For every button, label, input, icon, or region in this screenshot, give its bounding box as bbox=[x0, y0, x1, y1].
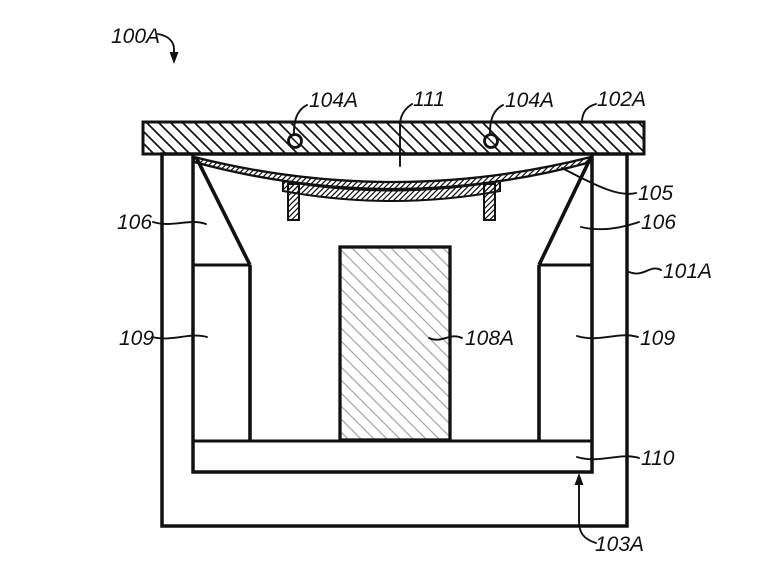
leader-101A bbox=[628, 267, 662, 275]
ref-label-104A-left: 104A bbox=[309, 89, 358, 112]
ref-label-109-left: 109 bbox=[119, 327, 154, 350]
ref-label-111: 111 bbox=[413, 88, 445, 111]
ref-label-105: 105 bbox=[638, 182, 673, 205]
ref-label-103A: 103A bbox=[595, 533, 644, 556]
leader-104A-left bbox=[293, 104, 308, 134]
leader-106-right bbox=[580, 221, 640, 231]
membrane bbox=[192, 155, 593, 191]
fastener-right-hatch bbox=[486, 136, 496, 146]
leader-111 bbox=[399, 103, 413, 167]
top-plate bbox=[141, 120, 646, 156]
leader-109-left bbox=[151, 334, 208, 340]
ref-label-106-left: 106 bbox=[117, 211, 152, 234]
leader-110 bbox=[576, 455, 640, 461]
ref-label-108A: 108A bbox=[465, 327, 514, 350]
ref-label-104A-right: 104A bbox=[505, 89, 554, 112]
center-block bbox=[338, 245, 452, 442]
leader-103A bbox=[578, 480, 597, 544]
leader-105 bbox=[561, 167, 637, 195]
ref-label-100A: 100A bbox=[111, 25, 160, 48]
ref-label-109-right: 109 bbox=[640, 327, 675, 350]
ref-label-110: 110 bbox=[641, 447, 675, 470]
leader-104A-right bbox=[489, 104, 504, 134]
leader-102A bbox=[581, 103, 597, 121]
leader-100A bbox=[157, 33, 175, 57]
ref-label-101A: 101A bbox=[663, 260, 712, 283]
ref-label-106-right: 106 bbox=[641, 211, 676, 234]
leader-100A-arrowhead bbox=[169, 52, 179, 64]
leader-109-right bbox=[576, 334, 639, 340]
right-slope bbox=[537, 156, 593, 266]
ref-label-102A: 102A bbox=[597, 88, 646, 111]
fastener-left-hatch bbox=[290, 136, 300, 146]
leader-103A-arrowhead bbox=[574, 473, 584, 485]
left-slope bbox=[194, 156, 252, 266]
bracket-band bbox=[282, 179, 501, 202]
leader-108A bbox=[428, 335, 463, 341]
leader-106-left bbox=[152, 221, 207, 225]
